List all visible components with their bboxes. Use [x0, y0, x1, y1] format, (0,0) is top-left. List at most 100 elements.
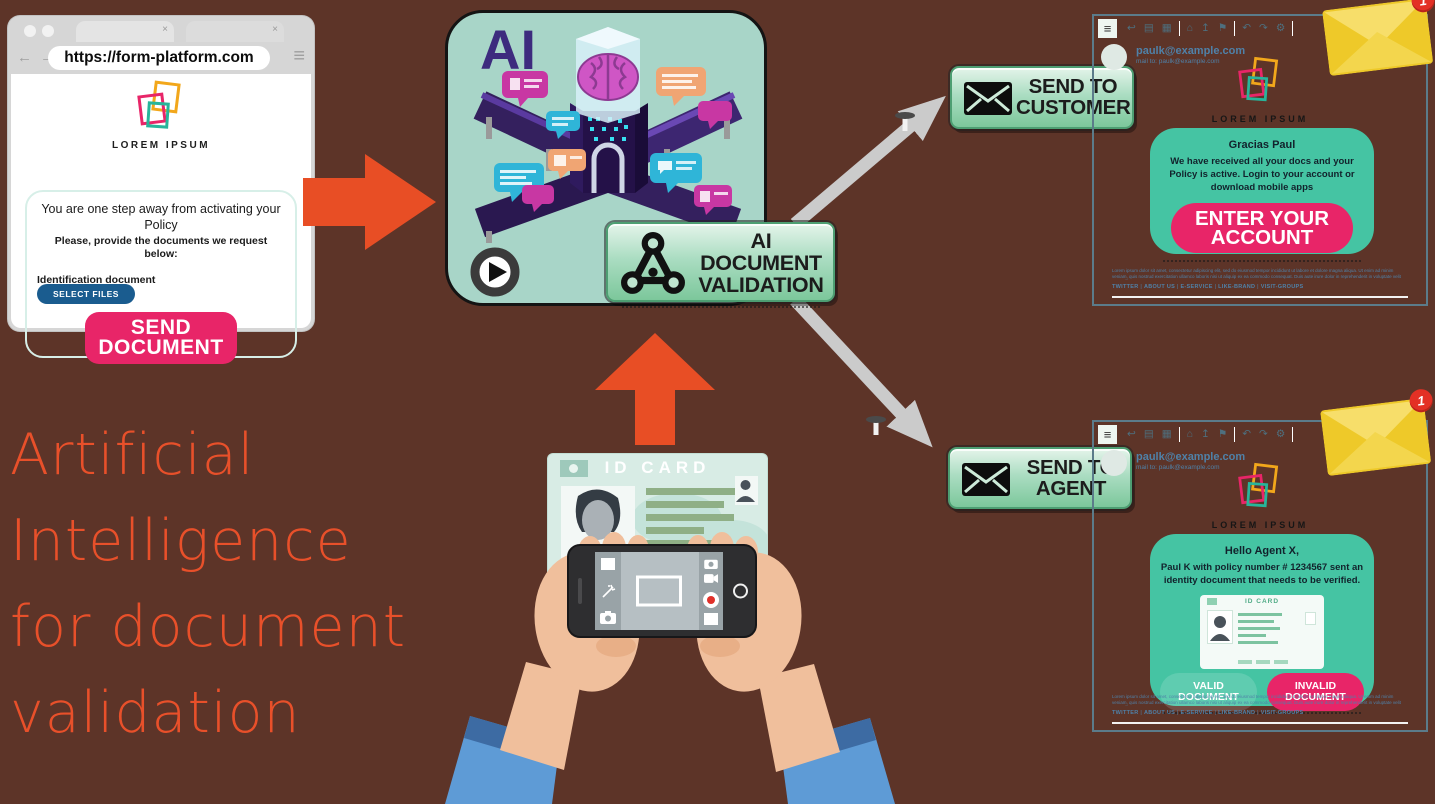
url-bar[interactable]: https://form-platform.com: [48, 46, 270, 70]
photo-mode-icon[interactable]: [704, 558, 718, 569]
sender-sub: mail to: paulk@example.com: [1136, 58, 1220, 65]
play-button-icon[interactable]: [470, 247, 520, 297]
gallery-thumb[interactable]: [601, 558, 615, 570]
molecule-icon: [621, 232, 685, 294]
archive-icon[interactable]: ▦: [1161, 22, 1172, 34]
document-icon[interactable]: ▤: [1143, 22, 1154, 34]
envelope-icon: [962, 463, 1010, 496]
card-heading: Gracias Paul: [1228, 139, 1296, 151]
attached-id-card[interactable]: ID CARD: [1200, 594, 1324, 669]
pin-icon: [866, 416, 886, 435]
ai-document-validation-button[interactable]: AI DOCUMENT VALIDATION: [606, 222, 835, 308]
hands-illustration: [445, 532, 895, 804]
envelope-icon: [964, 82, 1012, 115]
upload-icon[interactable]: ↥: [1201, 22, 1210, 34]
undo-icon[interactable]: ↶: [1242, 428, 1252, 440]
divider: [1112, 296, 1408, 298]
brand-name: LOREM IPSUM: [1211, 114, 1309, 124]
redo-icon[interactable]: ↷: [1259, 428, 1268, 440]
brand-name: LOREM IPSUM: [1211, 520, 1309, 530]
browser-menu-icon[interactable]: ≡: [293, 45, 305, 67]
shutter-button[interactable]: [704, 613, 718, 625]
reply-icon[interactable]: ↩: [1127, 22, 1136, 34]
browser-toolbar: ← → https://form-platform.com ≡: [8, 42, 314, 74]
reply-icon[interactable]: ↩: [1127, 428, 1136, 440]
brain-icon: [577, 53, 639, 101]
home-icon[interactable]: ⌂: [1186, 428, 1193, 440]
redo-icon[interactable]: ↷: [1259, 22, 1268, 34]
camera-icon[interactable]: [600, 611, 616, 624]
upload-icon[interactable]: ↥: [1201, 428, 1210, 440]
brand-logo: [1234, 56, 1286, 110]
home-icon[interactable]: ⌂: [1186, 22, 1193, 34]
email-disclaimer: Lorem ipsum dolor sit amet, consectetur …: [1112, 268, 1401, 280]
agent-email-window: ≡ ↩ ▤ ▦ ⌂ ↥ ⚑ ↶ ↷ ⚙ paulk@example.com ma…: [1092, 420, 1428, 732]
email-disclaimer: Lorem ipsum dolor sit amet, consectetur …: [1112, 694, 1401, 706]
new-mail-envelope: 1: [1320, 387, 1434, 481]
id-card-title: ID CARD: [1244, 597, 1280, 605]
window-dot[interactable]: [42, 25, 54, 37]
headline-line: validation: [10, 680, 301, 746]
send-to-customer-button[interactable]: SEND TO CUSTOMER: [950, 66, 1134, 129]
email-footer-links[interactable]: TWITTERABOUT USE-SERVICELIKE-BRANDVISIT-…: [1112, 710, 1303, 716]
flag-icon[interactable]: ⚑: [1217, 428, 1228, 440]
smartphone: [567, 544, 757, 638]
avatar: [1101, 450, 1127, 476]
logo-square-teal: [1246, 481, 1269, 508]
settings-icon[interactable]: ⚙: [1275, 22, 1286, 34]
focus-frame: [636, 575, 682, 607]
video-mode-icon[interactable]: [704, 574, 718, 583]
form-subheading: Please, provide the documents we request…: [54, 235, 268, 261]
window-dot[interactable]: [24, 25, 36, 37]
camera-left-toolbar: [595, 552, 621, 630]
id-photo-small: [1305, 611, 1316, 625]
envelope-graphic: [1322, 0, 1433, 76]
new-mail-envelope: 1: [1322, 0, 1435, 81]
logo-square-teal: [146, 101, 170, 129]
menu-icon[interactable]: ≡: [1098, 424, 1117, 444]
settings-icon[interactable]: ⚙: [1275, 428, 1286, 440]
logo-square-teal: [1246, 75, 1269, 102]
camera-lens: [733, 583, 748, 599]
customer-email-window: ≡ ↩ ▤ ▦ ⌂ ↥ ⚑ ↶ ↷ ⚙ paulk@example.com ma…: [1092, 14, 1428, 306]
orange-arrow-up: [595, 333, 715, 445]
browser-page: LOREM IPSUM You are one step away from a…: [11, 74, 311, 364]
email-footer-links[interactable]: TWITTERABOUT USE-SERVICELIKE-BRANDVISIT-…: [1112, 284, 1303, 290]
sender-sub: mail to: paulk@example.com: [1136, 464, 1220, 471]
flag-icon[interactable]: ⚑: [1217, 22, 1228, 34]
policy-form-card: You are one step away from activating yo…: [25, 190, 297, 364]
id-card-title: ID CARD: [604, 458, 711, 477]
card-heading: Hello Agent X,: [1224, 545, 1300, 557]
headline-line: for document: [10, 594, 407, 660]
browser-window: × × ← → https://form-platform.com ≡ LORE…: [8, 16, 314, 364]
envelope-graphic: [1320, 398, 1431, 476]
sender-email[interactable]: paulk@example.com: [1136, 45, 1246, 57]
menu-icon[interactable]: ≡: [1098, 18, 1117, 38]
browser-tab[interactable]: ×: [76, 21, 174, 42]
record-button[interactable]: [703, 592, 719, 608]
camera-right-toolbar: [699, 552, 723, 630]
divider: [1112, 722, 1408, 724]
pin-icon: [895, 112, 915, 131]
headline: Artificial Intelligence for document val…: [10, 412, 406, 756]
effects-wand-icon[interactable]: [600, 584, 616, 600]
form-heading: You are one step away from activating yo…: [41, 202, 281, 232]
select-files-button[interactable]: SELECT FILES: [37, 284, 135, 304]
ai-label: AI: [480, 18, 536, 81]
archive-icon[interactable]: ▦: [1161, 428, 1172, 440]
id-photo: [1207, 609, 1233, 644]
sender-email[interactable]: paulk@example.com: [1136, 451, 1246, 463]
undo-icon[interactable]: ↶: [1242, 22, 1252, 34]
arrow-to-customer: [790, 95, 946, 229]
browser-tab[interactable]: ×: [186, 21, 284, 42]
tab-close-icon[interactable]: ×: [162, 24, 168, 35]
document-icon[interactable]: ▤: [1143, 428, 1154, 440]
headline-line: Intelligence: [10, 508, 352, 574]
tab-close-icon[interactable]: ×: [272, 24, 278, 35]
avatar: [1101, 44, 1127, 70]
orange-arrow-right: [303, 154, 436, 250]
